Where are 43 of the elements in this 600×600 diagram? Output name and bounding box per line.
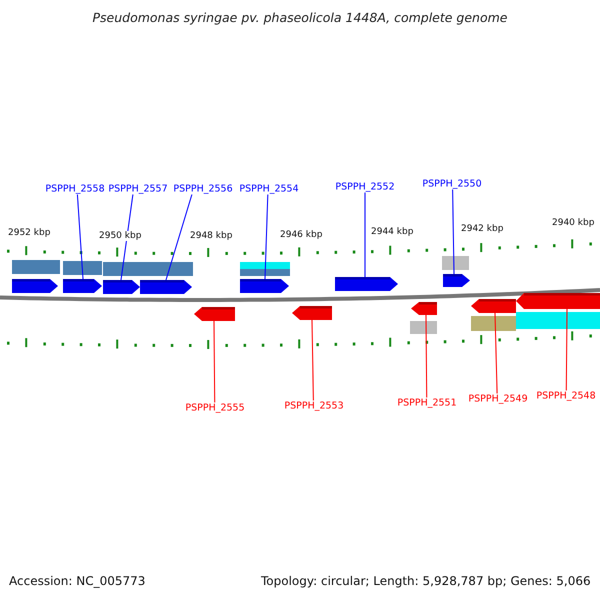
leader-line [494, 312, 498, 394]
scale-label: 2952 kbp [8, 228, 50, 238]
gene-bar [140, 280, 192, 294]
gene-bar [335, 277, 398, 291]
gene-bar [63, 279, 102, 293]
gene-label: PSPPH_2552 [335, 182, 395, 192]
leader-line [76, 194, 84, 280]
leader-line [120, 194, 134, 280]
gene-label: PSPPH_2553 [284, 400, 344, 412]
gene-bar [292, 306, 332, 320]
gene-label: PSPPH_2556 [173, 184, 233, 194]
leader-line [566, 308, 568, 391]
gene-bar [103, 280, 140, 294]
gene-label: PSPPH_2557 [108, 184, 168, 194]
gene-label: PSPPH_2554 [239, 184, 299, 194]
gene-label: PSPPH_2558 [45, 184, 105, 194]
scale-label: 2940 kbp [552, 218, 594, 228]
leader-line [312, 320, 314, 401]
leader-line [264, 194, 268, 280]
gene-label: PSPPH_2555 [185, 402, 245, 414]
leader-line [426, 314, 428, 398]
gene-label: PSPPH_2548 [536, 390, 596, 402]
leader-line [452, 189, 454, 274]
leader-line [214, 320, 216, 403]
gene-label: PSPPH_2549 [468, 394, 528, 404]
gene-bar [240, 279, 289, 293]
gene-bar [194, 307, 235, 321]
scale-label: 2946 kbp [280, 230, 322, 240]
gene-bar [471, 299, 516, 313]
accession-text: Accession: NC_005773 [9, 574, 146, 588]
scale-label: 2942 kbp [461, 224, 504, 234]
gene-label: PSPPH_2551 [397, 398, 457, 408]
leader-line [166, 194, 192, 280]
scale-label: 2948 kbp [190, 231, 232, 241]
genome-summary: Topology: circular; Length: 5,928,787 bp; Genes: 5,066 [261, 574, 591, 588]
title: Pseudomonas syringae pv. phaseolicola 1448A, complete genome [91, 10, 508, 25]
gene-bar [443, 274, 470, 287]
gene-label: PSPPH_2550 [422, 178, 482, 190]
scale-label: 2950 kbp [99, 231, 142, 241]
gene-bar [411, 302, 437, 315]
leader-line [364, 192, 366, 278]
gene-bar [12, 279, 58, 293]
scale-label: 2944 kbp [371, 227, 414, 237]
